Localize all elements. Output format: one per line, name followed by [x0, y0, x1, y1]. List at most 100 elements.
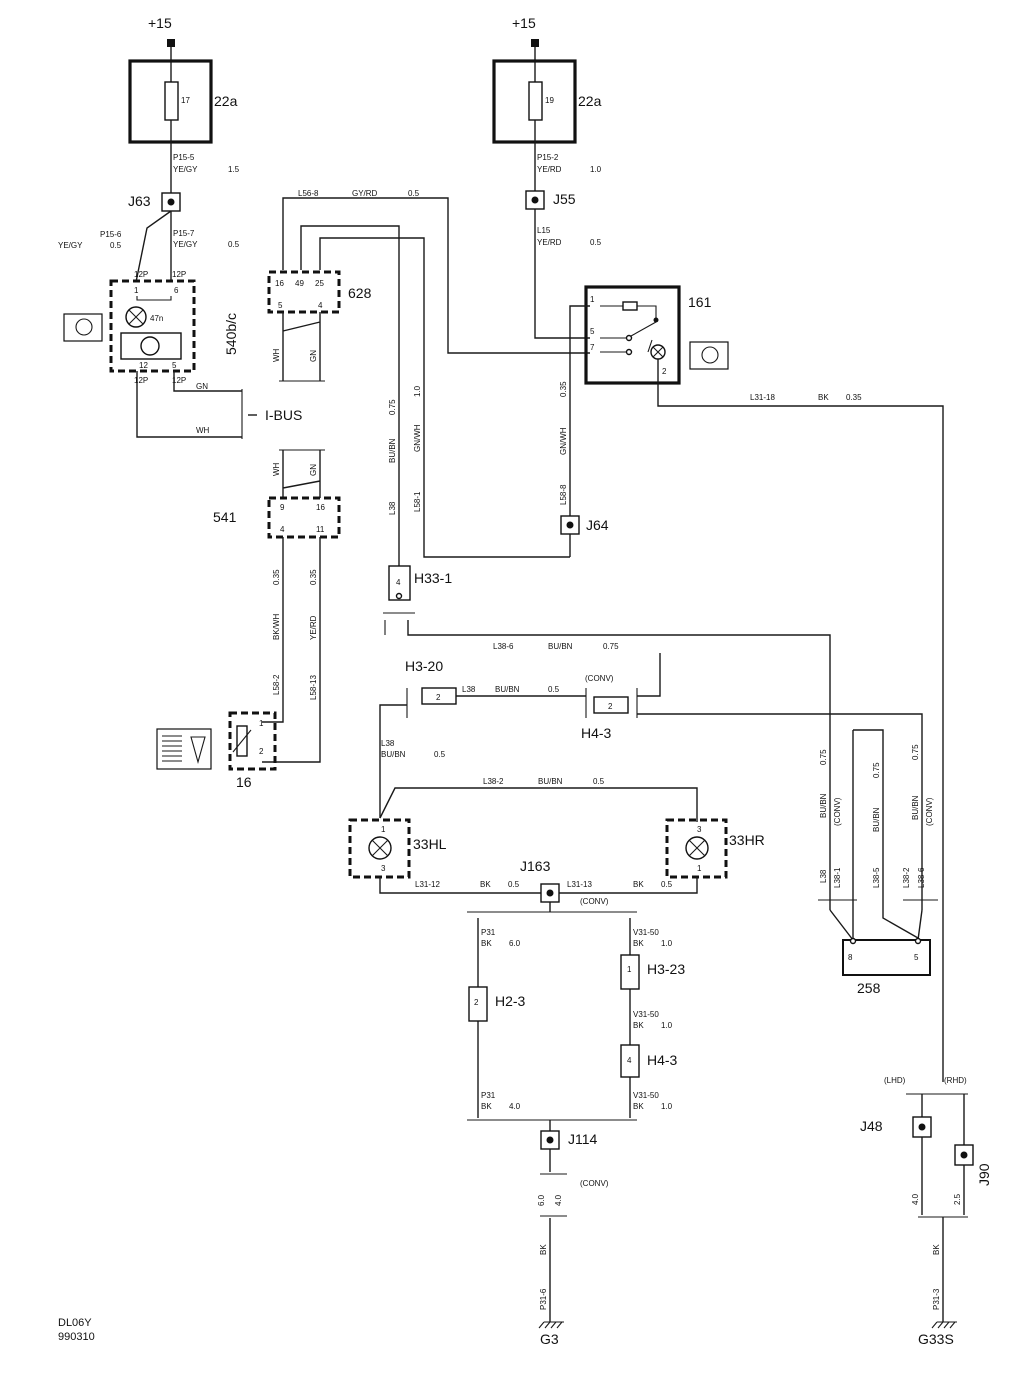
connector-628-label: 628 — [348, 285, 372, 301]
svg-text:J114: J114 — [568, 1131, 598, 1147]
splice-j48: J48 — [860, 1116, 932, 1138]
svg-text:P15-7: P15-7 — [173, 229, 195, 238]
svg-text:33HL: 33HL — [413, 836, 447, 852]
sensor-16-label: 16 — [236, 774, 252, 790]
svg-text:V31-50: V31-50 — [633, 1010, 659, 1019]
svg-text:J55: J55 — [553, 191, 576, 207]
svg-text:4.0: 4.0 — [554, 1194, 563, 1206]
svg-text:(CONV): (CONV) — [580, 1179, 609, 1188]
connector-h4-3a: 2 H4-3 — [581, 696, 629, 741]
svg-text:YE/RD: YE/RD — [537, 165, 562, 174]
svg-text:6.0: 6.0 — [509, 939, 521, 948]
svg-text:1: 1 — [134, 286, 139, 295]
connector-258: 8 5 258 — [842, 937, 931, 996]
svg-text:2: 2 — [662, 367, 667, 376]
svg-text:GN: GN — [196, 382, 208, 391]
svg-text:16: 16 — [275, 279, 284, 288]
svg-text:12P: 12P — [134, 376, 148, 385]
headlamp-icon — [701, 346, 719, 364]
svg-text:L38-6: L38-6 — [917, 867, 926, 888]
svg-text:G3: G3 — [540, 1331, 559, 1347]
svg-text:6: 6 — [174, 286, 179, 295]
svg-text:25: 25 — [315, 279, 324, 288]
svg-text:GN: GN — [309, 350, 318, 362]
svg-text:3: 3 — [697, 825, 702, 834]
ground-g33s: G33S — [918, 1321, 957, 1347]
transistor-icon — [140, 336, 160, 356]
fuse-name-right: 22a — [578, 93, 602, 109]
svg-text:H3-23: H3-23 — [647, 961, 685, 977]
svg-text:2: 2 — [474, 998, 479, 1007]
svg-text:17: 17 — [181, 96, 190, 105]
svg-text:0.5: 0.5 — [508, 880, 520, 889]
svg-text:(CONV): (CONV) — [585, 674, 614, 683]
svg-text:BK: BK — [932, 1244, 941, 1255]
svg-text:5: 5 — [914, 953, 919, 962]
svg-text:BU/BN: BU/BN — [911, 795, 920, 820]
svg-text:L58-2: L58-2 — [272, 674, 281, 695]
svg-text:P15-2: P15-2 — [537, 153, 559, 162]
svg-text:0.5: 0.5 — [228, 240, 240, 249]
connector-h33-1: 4 H33-1 — [388, 565, 452, 601]
svg-text:H33-1: H33-1 — [414, 570, 452, 586]
svg-text:5: 5 — [278, 301, 283, 310]
sensor-symbol — [156, 728, 212, 770]
svg-text:0.75: 0.75 — [872, 762, 881, 778]
svg-text:L38-1: L38-1 — [833, 867, 842, 888]
svg-text:47n: 47n — [150, 314, 163, 323]
splice-j55: J55 — [525, 190, 576, 210]
svg-text:P31: P31 — [481, 928, 496, 937]
svg-text:12P: 12P — [172, 376, 186, 385]
svg-text:GY/RD: GY/RD — [352, 189, 378, 198]
svg-text:BU/BN: BU/BN — [381, 750, 406, 759]
svg-text:L31-18: L31-18 — [750, 393, 775, 402]
svg-text:33HR: 33HR — [729, 832, 765, 848]
svg-text:0.75: 0.75 — [388, 399, 397, 415]
connector-h4-3b: 4 H4-3 — [620, 1044, 678, 1078]
ground-icon — [538, 1321, 564, 1329]
splice-j63: J63 — [128, 192, 181, 212]
svg-text:3: 3 — [381, 864, 386, 873]
svg-text:BK: BK — [633, 1102, 644, 1111]
svg-text:(CONV): (CONV) — [925, 797, 934, 826]
diagram-date: 990310 — [58, 1331, 95, 1343]
svg-text:BK/WH: BK/WH — [272, 614, 281, 640]
svg-text:BK: BK — [539, 1244, 548, 1255]
svg-text:V31-50: V31-50 — [633, 928, 659, 937]
svg-text:J90: J90 — [976, 1163, 992, 1186]
svg-text:12P: 12P — [172, 270, 186, 279]
svg-text:L31-12: L31-12 — [415, 880, 440, 889]
ground-g3: G3 — [538, 1321, 564, 1347]
svg-text:4: 4 — [396, 578, 401, 587]
supply-label-right: +15 — [512, 15, 536, 31]
svg-text:L38: L38 — [381, 739, 395, 748]
svg-text:BU/BN: BU/BN — [819, 793, 828, 818]
module-540bc: 12P 12P 1 6 47n 12 5 12P 12P 540b/c — [109, 270, 239, 385]
headlamp-icon — [75, 318, 93, 336]
svg-text:1: 1 — [381, 825, 386, 834]
svg-text:0.5: 0.5 — [434, 750, 446, 759]
connector-h2-3: 2 H2-3 — [468, 986, 526, 1022]
svg-text:1: 1 — [590, 295, 595, 304]
svg-text:P31-3: P31-3 — [932, 1288, 941, 1310]
connector-541-label: 541 — [213, 509, 237, 525]
svg-text:5: 5 — [590, 327, 595, 336]
svg-text:(LHD): (LHD) — [884, 1076, 906, 1085]
svg-text:1: 1 — [259, 719, 264, 728]
svg-text:8: 8 — [848, 953, 853, 962]
svg-text:16: 16 — [316, 503, 325, 512]
svg-text:J48: J48 — [860, 1118, 883, 1134]
svg-text:P15-5: P15-5 — [173, 153, 195, 162]
lamp-33hl: 1 3 33HL — [348, 818, 447, 879]
svg-text:H4-3: H4-3 — [581, 725, 612, 741]
splice-j163 — [540, 883, 560, 903]
svg-text:0.5: 0.5 — [548, 685, 560, 694]
svg-text:1: 1 — [697, 864, 702, 873]
svg-text:BK: BK — [481, 939, 492, 948]
diagram-id: DL06Y — [58, 1317, 92, 1329]
svg-text:L56-8: L56-8 — [298, 189, 319, 198]
svg-text:(RHD): (RHD) — [944, 1076, 967, 1085]
svg-text:BK: BK — [480, 880, 491, 889]
svg-text:1.0: 1.0 — [590, 165, 602, 174]
